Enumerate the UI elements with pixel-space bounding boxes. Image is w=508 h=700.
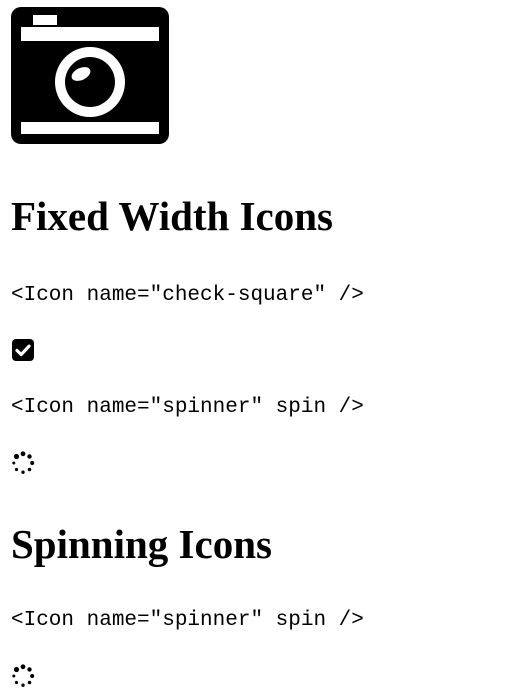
spinner-icon bbox=[12, 664, 35, 687]
code-example-check-square: <Icon name="check-square" /> bbox=[11, 284, 364, 307]
check-square-icon bbox=[12, 339, 34, 361]
code-example-spinner-spin: <Icon name="spinner" spin /> bbox=[11, 609, 364, 632]
section-title-spinning: Spinning Icons bbox=[11, 521, 272, 567]
code-example-spinner-fixed: <Icon name="spinner" spin /> bbox=[11, 396, 364, 419]
spinner-icon bbox=[12, 451, 35, 474]
section-title-fixed-width: Fixed Width Icons bbox=[11, 193, 334, 239]
camera-icon bbox=[11, 7, 169, 144]
